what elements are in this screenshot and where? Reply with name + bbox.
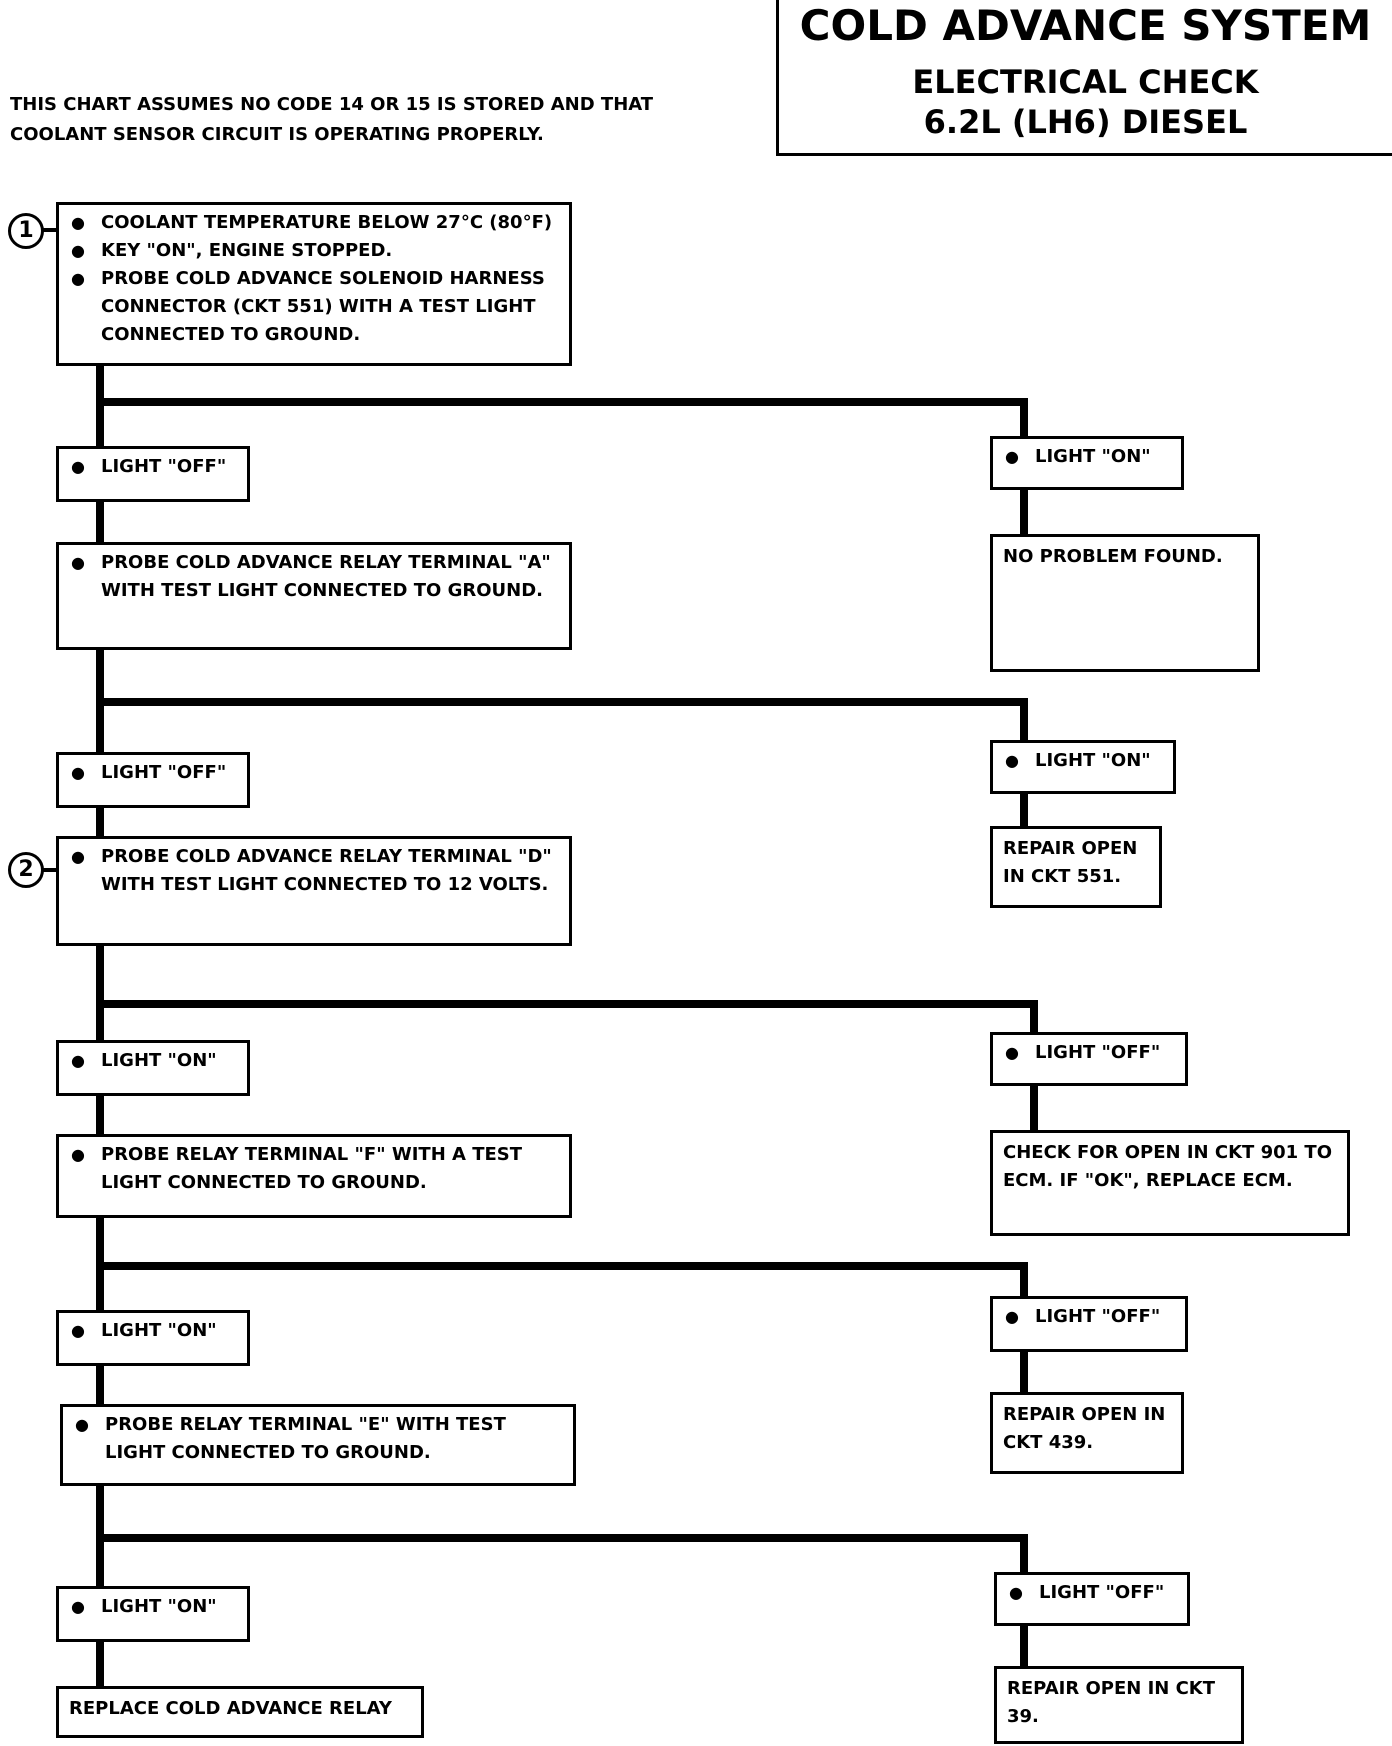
bullet-icon: ●: [71, 457, 85, 476]
step-1-light-off: ●LIGHT "OFF": [56, 446, 250, 502]
step-4-box: ●PROBE RELAY TERMINAL "F" WITH A TEST LI…: [56, 1134, 572, 1218]
branch-drop: [1020, 1350, 1028, 1398]
step-4-light-on: ●LIGHT "ON": [56, 1310, 250, 1366]
bullet-icon: ●: [75, 1415, 89, 1434]
bullet-icon: ●: [1005, 1307, 1019, 1326]
step-2-light-on: ●LIGHT "ON": [990, 740, 1176, 794]
branch-line: [96, 1534, 1028, 1542]
step-5-box: ●PROBE RELAY TERMINAL "E" WITH TEST LIGH…: [60, 1404, 576, 1486]
step-marker: 1: [8, 213, 44, 249]
step-item: ●KEY "ON", ENGINE STOPPED.: [71, 237, 559, 265]
branch-drop: [1030, 1086, 1038, 1134]
step-item: ●COOLANT TEMPERATURE BELOW 27°C (80°F): [71, 209, 559, 237]
branch-line: [96, 1262, 1028, 1270]
branch-drop: [1020, 1624, 1028, 1670]
step-5-light-on: ●LIGHT "ON": [56, 1586, 250, 1642]
step-2-light-off: ●LIGHT "OFF": [56, 752, 250, 808]
branch-drop: [1020, 398, 1028, 442]
step-3-box: ●PROBE COLD ADVANCE RELAY TERMINAL "D" W…: [56, 836, 572, 946]
branch-drop: [1020, 1534, 1028, 1576]
chart-note: THIS CHART ASSUMES NO CODE 14 OR 15 IS S…: [10, 90, 653, 150]
step-5-result-relay: REPLACE COLD ADVANCE RELAY: [56, 1686, 424, 1738]
branch-drop: [1030, 1000, 1038, 1036]
branch-line: [96, 398, 1028, 406]
bullet-icon: ●: [71, 763, 85, 782]
step-1-result: NO PROBLEM FOUND.: [990, 534, 1260, 672]
chart-note-line: THIS CHART ASSUMES NO CODE 14 OR 15 IS S…: [10, 94, 654, 115]
step-1-light-on: ●LIGHT "ON": [990, 436, 1184, 490]
step-marker: 2: [8, 852, 44, 888]
branch-drop: [1020, 794, 1028, 829]
branch-line: [96, 1000, 1038, 1008]
step-2-box: ●PROBE COLD ADVANCE RELAY TERMINAL "A" W…: [56, 542, 572, 650]
step-3-light-on: ●LIGHT "ON": [56, 1040, 250, 1096]
branch-line: [96, 698, 1028, 706]
bullet-icon: ●: [71, 847, 85, 866]
bullet-icon: ●: [71, 1597, 85, 1616]
chart-note-line: COOLANT SENSOR CIRCUIT IS OPERATING PROP…: [10, 124, 544, 145]
page-subtitle: ELECTRICAL CHECK: [912, 63, 1259, 101]
bullet-icon: ●: [71, 1051, 85, 1070]
branch-drop: [1020, 698, 1028, 746]
step-2-result: REPAIR OPEN IN CKT 551.: [990, 826, 1162, 908]
engine-subtitle: 6.2L (LH6) DIESEL: [923, 103, 1248, 141]
step-1-box: ●COOLANT TEMPERATURE BELOW 27°C (80°F) ●…: [56, 202, 572, 366]
bullet-icon: ●: [1005, 751, 1019, 770]
trunk-line: [96, 366, 104, 1701]
marker-connector: [43, 228, 59, 232]
step-5-light-off: ●LIGHT "OFF": [994, 1572, 1190, 1626]
branch-drop: [1020, 1262, 1028, 1298]
bullet-icon: ●: [71, 241, 85, 260]
bullet-icon: ●: [1005, 447, 1019, 466]
bullet-icon: ●: [71, 1145, 85, 1164]
bullet-icon: ●: [1005, 1043, 1019, 1062]
bullet-icon: ●: [71, 553, 85, 572]
step-5-result-ckt: REPAIR OPEN IN CKT 39.: [994, 1666, 1244, 1744]
bullet-icon: ●: [71, 1321, 85, 1340]
step-item: ●PROBE COLD ADVANCE SOLENOID HARNESS CON…: [71, 265, 559, 349]
bullet-icon: ●: [71, 213, 85, 232]
step-4-result: REPAIR OPEN IN CKT 439.: [990, 1392, 1184, 1474]
step-3-result: CHECK FOR OPEN IN CKT 901 TO ECM. IF "OK…: [990, 1130, 1350, 1236]
step-3-light-off: ●LIGHT "OFF": [990, 1032, 1188, 1086]
step-4-light-off: ●LIGHT "OFF": [990, 1296, 1188, 1352]
bullet-icon: ●: [71, 269, 85, 288]
branch-drop: [1020, 490, 1028, 538]
title-block: COLD ADVANCE SYSTEM ELECTRICAL CHECK 6.2…: [776, 0, 1392, 156]
page-title: COLD ADVANCE SYSTEM: [799, 1, 1372, 50]
bullet-icon: ●: [1009, 1583, 1023, 1602]
marker-connector: [43, 868, 59, 872]
